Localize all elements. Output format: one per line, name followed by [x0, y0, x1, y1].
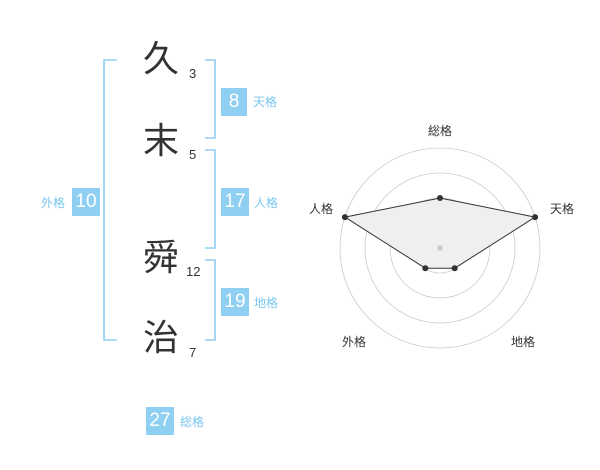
strokes-4: 7	[189, 345, 197, 360]
radar-point-tenkaku	[532, 214, 539, 221]
jinkaku-bracket	[205, 149, 216, 249]
radar-point-gaikaku	[422, 265, 429, 272]
radar-point-jinkaku	[341, 214, 348, 221]
char-1: 久	[143, 39, 180, 80]
char-4: 治	[143, 318, 180, 359]
radar-center-dot	[437, 245, 443, 251]
soukaku-label: 総格	[180, 415, 205, 429]
radar-label-tenkaku: 天格	[550, 202, 575, 216]
radar-label-soukaku: 総格	[428, 124, 453, 138]
tenkaku-label: 天格	[253, 95, 278, 109]
chikaku-value: 19	[221, 288, 249, 316]
jinkaku-value: 17	[221, 188, 249, 216]
chikaku-label: 地格	[254, 296, 279, 310]
tenkaku-bracket	[205, 59, 216, 139]
gaikaku-value: 10	[72, 188, 100, 216]
radar-point-chikaku	[451, 265, 458, 272]
gaikaku-label: 外格	[41, 196, 66, 210]
strokes-2: 5	[189, 147, 197, 162]
radar-polygon	[343, 197, 537, 269]
strokes-3: 12	[186, 264, 201, 279]
tenkaku-value: 8	[221, 88, 247, 116]
radar-ring-4	[339, 147, 541, 349]
char-2: 末	[143, 121, 180, 162]
strokes-1: 3	[189, 66, 197, 81]
chikaku-bracket	[205, 259, 216, 341]
char-3: 舜	[143, 238, 180, 279]
soukaku-value: 27	[146, 407, 174, 435]
radar-label-chikaku: 地格	[511, 335, 536, 349]
jinkaku-label: 人格	[254, 196, 279, 210]
gaikaku-bracket	[103, 59, 117, 341]
radar-ring-3	[364, 172, 516, 324]
radar-label-jinkaku: 人格	[309, 202, 334, 216]
radar-label-gaikaku: 外格	[342, 335, 367, 349]
radar-point-soukaku	[437, 195, 443, 201]
